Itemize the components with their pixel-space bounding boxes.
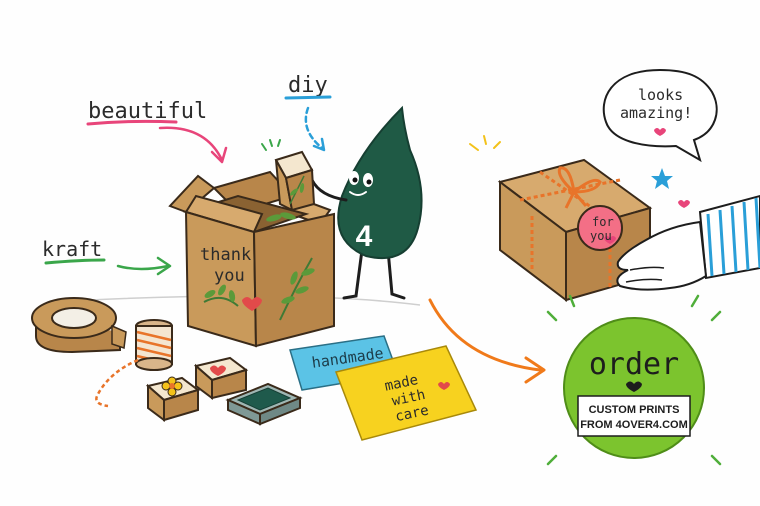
giving-hand [616,194,760,291]
ink-pad [225,382,303,426]
speech-bubble [602,68,718,163]
tape-roll [31,297,127,354]
box-text-you: you [214,266,245,286]
heart-icon [626,381,642,392]
arrow-to-order [428,298,542,372]
sparkle-icon [546,294,722,466]
heart-icon [438,382,450,390]
arrow-kraft [116,264,170,271]
kraft-box [168,170,335,348]
stamp-flower [145,376,201,422]
underline-kraft [44,258,106,265]
heart-icon [242,297,262,311]
tag-text-you: you [590,229,612,243]
star-icon [651,168,673,189]
heart-icon [210,365,226,376]
arrowhead-order [524,356,546,384]
arrowhead-beautiful [210,146,228,164]
order-line-2[interactable]: FROM 4OVER4.COM [580,419,688,431]
arrow-beautiful [158,126,224,162]
mascot [261,105,423,300]
twine-spool [95,319,173,408]
order-cta-label-box[interactable] [577,395,691,437]
stamp-leaf [274,150,316,212]
box-text-thank: thank [200,245,251,265]
made-text: made [383,372,419,395]
bubble-text-amazing: amazing! [620,104,692,122]
underline-diy [284,95,332,100]
stamp-heart [193,356,249,400]
arrow-diy [304,106,324,150]
bubble-text-looks: looks [638,86,683,104]
with-text: with [391,387,427,410]
sparkle-icon [469,135,501,151]
heart-icon [654,128,666,136]
card-made-with-care: made with care [334,345,478,441]
label-kraft: kraft [42,237,102,261]
mascot-number: 4 [356,220,373,253]
flower-icon [161,376,183,397]
order-line-1[interactable]: CUSTOM PRINTS [589,404,680,416]
order-title[interactable]: order [589,347,679,382]
tag-text-for: for [592,215,614,229]
heart-icon [678,200,690,208]
gift-box [497,158,653,303]
care-text: care [394,402,430,425]
underline-beautiful [86,119,178,126]
label-beautiful: beautiful [88,99,207,124]
arrowhead-diy [312,137,326,152]
label-diy: diy [288,73,328,98]
arrowhead-kraft [156,256,172,276]
order-cta[interactable] [546,294,722,466]
